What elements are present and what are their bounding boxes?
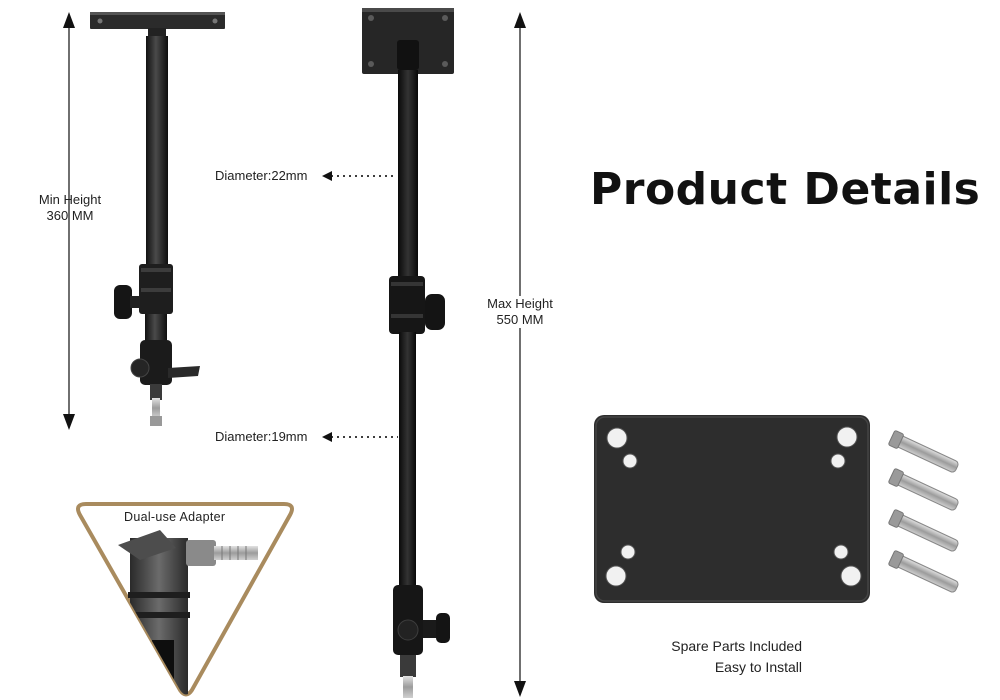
spare-parts-line: Spare Parts Included — [671, 638, 802, 654]
short-mount-image — [90, 12, 225, 426]
adapter-label: Dual-use Adapter — [124, 510, 226, 524]
min-height-label: Min Height 360 MM — [22, 192, 118, 224]
mounting-plate-image — [594, 415, 870, 603]
max-height-title: Max Height — [487, 296, 553, 311]
max-height-arrow — [514, 12, 526, 697]
min-height-value: 360 MM — [46, 208, 94, 223]
anchor-bolts-image — [888, 430, 959, 593]
min-height-arrow — [63, 12, 75, 430]
tall-mount-image — [362, 8, 454, 698]
page-title: Product Details — [590, 164, 981, 215]
install-line: Easy to Install — [714, 659, 802, 675]
adapter-frame — [76, 502, 294, 697]
diameter-top-pointer — [322, 171, 397, 181]
diameter-bottom-pointer — [322, 432, 398, 442]
diameter-bottom-label: Diameter:19mm — [215, 429, 308, 444]
min-height-title: Min Height — [38, 192, 102, 207]
diameter-top-label: Diameter:22mm — [215, 168, 308, 183]
max-height-label: Max Height 550 MM — [474, 296, 566, 328]
max-height-value: 550 MM — [496, 312, 544, 327]
spare-parts-note: Spare Parts Included Easy to Install — [600, 636, 802, 678]
